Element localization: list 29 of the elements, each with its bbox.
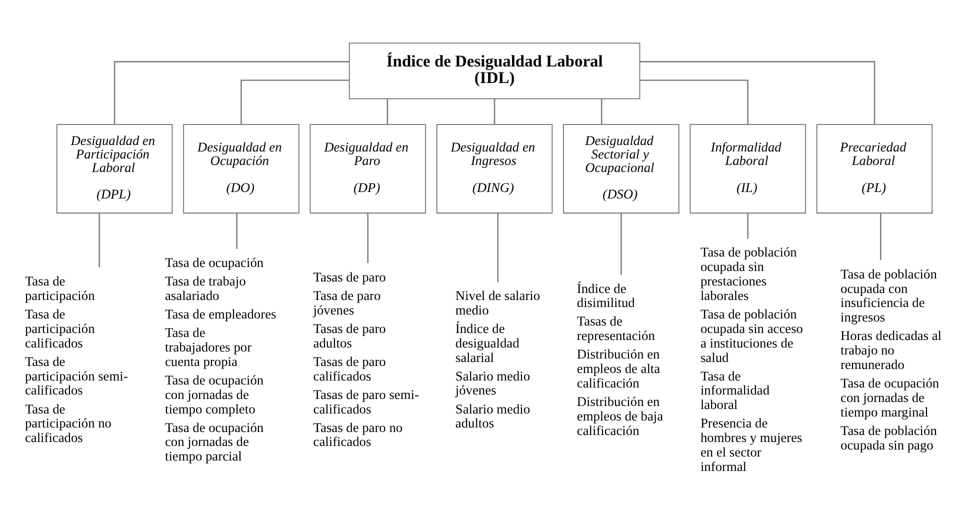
node-box: Precariedad Laboral (PL) bbox=[816, 124, 932, 214]
node-box: Desigualdad en Ocupación (DO) bbox=[182, 124, 299, 214]
connector bbox=[880, 213, 881, 260]
connector bbox=[386, 99, 388, 124]
connector bbox=[366, 213, 368, 264]
node-box: Desigualdad en Paro (DP) bbox=[309, 124, 426, 214]
connector bbox=[746, 213, 748, 239]
node-text: Tasas de paro Tasa de paro jóvenes Tasas de paro adultos Tasas de paro calificados Tasas de paro semi-calificados Tasas de paro no calificados bbox=[312, 269, 418, 450]
connector bbox=[240, 80, 348, 124]
connector bbox=[98, 213, 100, 268]
connector bbox=[236, 213, 237, 249]
node-text: Nivel de salario medio Índice de desigualdad salarial Salario medio jóvenes Salario medio adultos bbox=[454, 288, 540, 431]
node-box: Desigualdad en Ingresos (DING) bbox=[436, 124, 552, 214]
node-text: Índice de disimilitud Tasas de representación Distribución en empleos de alta calificación Distribución en empleos de baja calificación bbox=[576, 280, 663, 438]
node-text: Tasa de población ocupada con insuficiencia de ingresos Horas dedicadas al trabajo no remunerado Tasa de ocupación con jornadas de tiempo marginal Tasa de población ocupada sin pago bbox=[840, 266, 942, 452]
connector bbox=[620, 213, 622, 275]
connector bbox=[496, 213, 498, 282]
connector bbox=[493, 99, 495, 124]
connector bbox=[640, 80, 748, 124]
node-box: Informalidad Laboral (IL) bbox=[689, 124, 806, 214]
node-box: Índice de Desigualdad Laboral (IDL) bbox=[348, 42, 640, 100]
node-box: Desigualdad Sectorial y Ocupacional (DSO) bbox=[562, 124, 679, 214]
node-box: Desigualdad en Participación Laboral (DPL) bbox=[56, 124, 172, 214]
connector bbox=[600, 99, 602, 124]
node-text: Tasa de población ocupada sin prestaciones laborales Tasa de población ocupada sin acceso a instituciones de salud Tasa de informalidad laboral Presencia de hombres y mujeres en el sector informal bbox=[700, 244, 802, 474]
connector bbox=[113, 61, 349, 124]
node-text: Tasa de participación Tasa de participación calificados Tasa de participación semi-calificados Tasa de participación no calificados bbox=[24, 274, 128, 446]
connector bbox=[639, 61, 875, 124]
node-text: Tasa de ocupación Tasa de trabajo asalariado Tasa de empleadores Tasa de trabajadores por cuenta propia Tasa de ocupación con jornadas de tiempo completo Tasa de ocupación con jornadas de tiempo parcial bbox=[164, 255, 276, 464]
